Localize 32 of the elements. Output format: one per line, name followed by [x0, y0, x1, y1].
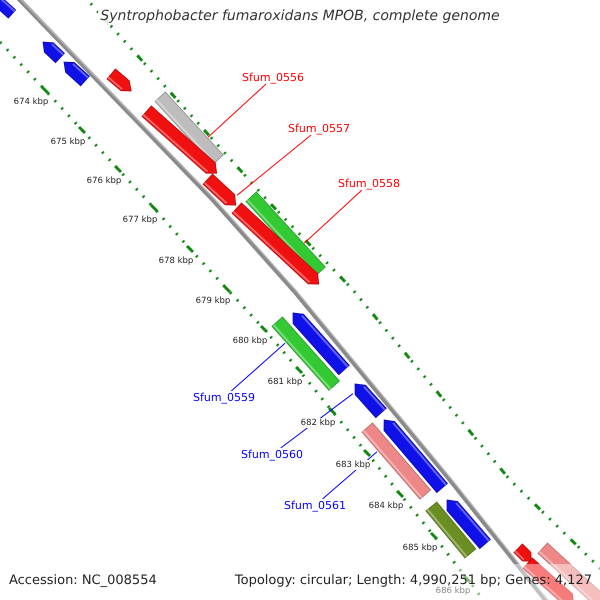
position-label: 686 kbp	[434, 586, 472, 596]
gene-label: Sfum_0560	[241, 448, 304, 461]
position-label: 675 kbp	[50, 137, 86, 147]
position-label: 681 kbp	[266, 377, 304, 387]
gene-label: Sfum_0559	[193, 391, 256, 404]
gene-feature	[43, 42, 64, 63]
gene-label: Sfum_0558	[338, 177, 400, 190]
accession-text: Accession: NC_008554	[9, 573, 157, 588]
leader-line	[304, 190, 362, 244]
position-label: 676 kbp	[86, 176, 122, 186]
position-label: 677 kbp	[122, 215, 158, 225]
position-label: 682 kbp	[300, 418, 336, 428]
gene-feature	[514, 544, 531, 561]
gene-feature	[203, 174, 236, 205]
position-label: 674 kbp	[12, 97, 50, 107]
position-label: 683 kbp	[334, 460, 372, 470]
position-label: 678 kbp	[158, 256, 194, 266]
position-label: 680 kbp	[232, 336, 268, 346]
position-label: 679 kbp	[194, 296, 232, 306]
gene-label: Sfum_0561	[284, 499, 346, 512]
gene-label: Sfum_0557	[288, 122, 350, 135]
gene-feature	[142, 106, 217, 173]
leader-line	[230, 342, 286, 392]
position-label: 685 kbp	[402, 543, 438, 553]
leader-line	[208, 84, 266, 138]
gene-feature	[232, 202, 319, 284]
position-label: 684 kbp	[368, 501, 404, 511]
gene-feature	[355, 384, 386, 418]
gene-label: Sfum_0556	[242, 71, 304, 84]
gene-feature	[64, 62, 90, 86]
leader-line	[236, 134, 312, 196]
gene-feature	[106, 69, 131, 91]
